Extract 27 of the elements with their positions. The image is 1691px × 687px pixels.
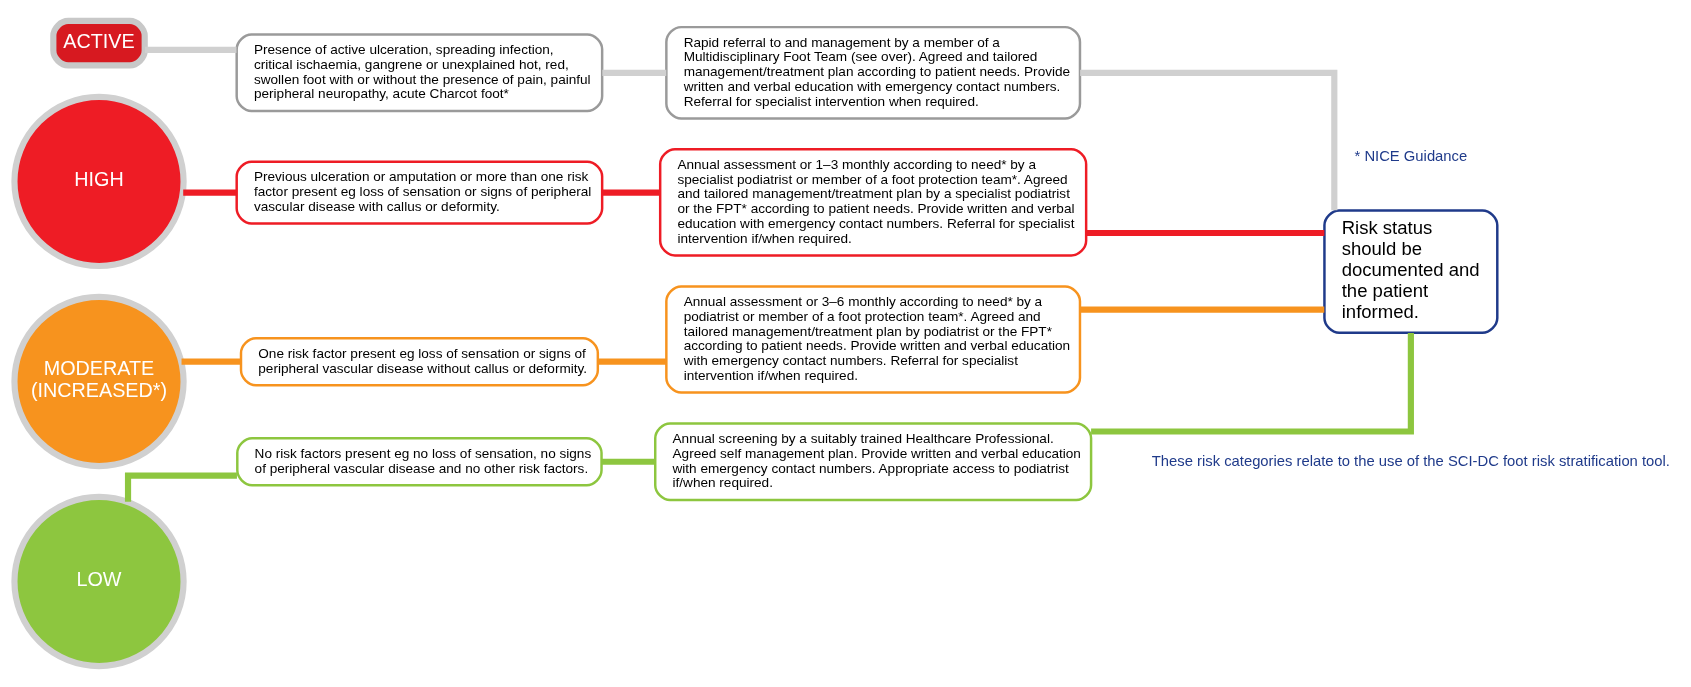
connector	[1079, 69, 1337, 211]
connector	[1079, 306, 1324, 313]
node-box: No risk factors present eg no loss of sensation, no signs of peripheral vascular disease and no other risk factors.	[235, 437, 603, 487]
connector	[1085, 229, 1324, 237]
connector	[181, 358, 241, 365]
label: These risk categories relate to the use of the SCI-DC foot risk stratification tool.	[1151, 452, 1670, 469]
node-circle: MODERATE (INCREASED*)	[10, 293, 187, 470]
node-box: Rapid referral to and management by a member of a Multidisciplinary Foot Team (see over). Agreed and tailored management/treatment plan according to patient needs. Provide written and verbal education with emergency contact numbers. Referral for specialist intervention when required.	[664, 25, 1081, 120]
connector	[601, 458, 655, 465]
connector	[182, 189, 237, 196]
connector	[601, 189, 660, 196]
node-box: Annual screening by a suitably trained Healthcare Professional. Agreed self management plan. Provide written and verbal education with emergency contact numbers. Appropriate access to podiatrist if/when required.	[653, 422, 1092, 502]
node-box: Annual assessment or 3–6 monthly according to need* by a podiatrist or member of a foot protection team*. Agreed and tailored management/treatment plan by podiatrist or the FPT* according to patient needs. Provide written and verbal education with emergency contact numbers. Referral for specialist intervention if/when required.	[664, 285, 1081, 394]
connector	[601, 69, 666, 76]
node-box: Previous ulceration or amputation or more than one risk factor present eg loss of sensation or signs of peripheral vascular disease with callus or deformity.	[234, 160, 603, 225]
node-box: Risk status should be documented and the patient informed.	[1322, 209, 1499, 334]
connector	[1090, 332, 1414, 435]
node-circle: HIGH	[10, 93, 187, 270]
node-box: Annual assessment or 1–3 monthly according to need* by a specialist podiatrist or member of a foot protection team*. Agreed and tailored management/treatment plan by a specialist podiatrist or the FPT* according to patient needs. Provide written and verbal education with emergency contact numbers. Referral for specialist intervention if/when required.	[658, 148, 1087, 257]
label: * NICE Guidance	[1354, 147, 1467, 164]
connector	[124, 472, 237, 502]
node-box: One risk factor present eg loss of sensation or signs of peripheral vascular disease without callus or deformity.	[239, 337, 599, 387]
node-circle: LOW	[10, 493, 187, 670]
connector	[597, 358, 666, 365]
node-box: ACTIVE	[49, 17, 148, 69]
node-box: Presence of active ulceration, spreading infection, critical ischaemia, gangrene or unexplained hot, red, swollen foot with or without the presence of pain, painful peripheral neuropathy, acute Charcot foot*	[234, 33, 603, 113]
connector	[144, 46, 236, 54]
